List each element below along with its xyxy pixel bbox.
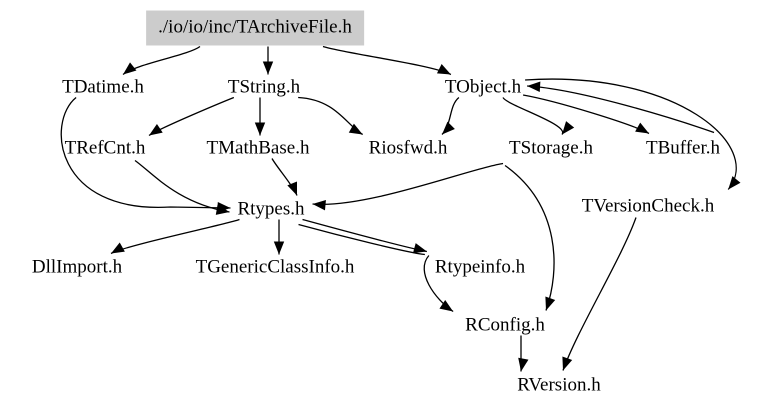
edge bbox=[525, 78, 737, 190]
arrowhead-layer bbox=[111, 61, 741, 372]
node-rconfig[interactable]: RConfig.h bbox=[465, 314, 545, 336]
arrowhead bbox=[254, 122, 266, 136]
arrowhead bbox=[123, 62, 137, 75]
node-rtypeinfo[interactable]: Rtypeinfo.h bbox=[434, 256, 526, 278]
arrowhead bbox=[262, 61, 274, 75]
edge bbox=[502, 97, 564, 135]
edge bbox=[110, 218, 240, 255]
node-tdatime[interactable]: TDatime.h bbox=[62, 76, 144, 98]
edge bbox=[562, 217, 637, 371]
node-tbuffer[interactable]: TBuffer.h bbox=[645, 137, 721, 159]
node-tstring[interactable]: TString.h bbox=[227, 76, 301, 98]
node-tmathbase[interactable]: TMathBase.h bbox=[206, 137, 310, 159]
edge bbox=[504, 164, 555, 311]
node-tgenericclassinfo[interactable]: TGenericClassInfo.h bbox=[195, 256, 355, 278]
arrowhead bbox=[439, 299, 454, 312]
edge bbox=[522, 94, 650, 135]
arrowhead bbox=[545, 296, 556, 311]
arrowhead bbox=[312, 200, 326, 211]
node-tversioncheck[interactable]: TVersionCheck.h bbox=[581, 195, 715, 217]
edge bbox=[302, 218, 427, 253]
edge bbox=[134, 159, 230, 213]
arrowhead bbox=[273, 241, 285, 255]
arrowhead bbox=[149, 123, 163, 136]
arrowhead bbox=[527, 81, 541, 92]
arrowhead bbox=[635, 122, 649, 134]
edge bbox=[148, 96, 235, 137]
arrowhead bbox=[111, 242, 125, 254]
arrowhead bbox=[728, 176, 741, 190]
node-riosfwd[interactable]: Riosfwd.h bbox=[368, 137, 448, 159]
node-rtypes[interactable]: Rtypes.h bbox=[237, 198, 305, 220]
node-dllimport[interactable]: DllImport.h bbox=[31, 256, 123, 278]
edge bbox=[322, 45, 452, 76]
arrowhead bbox=[348, 123, 363, 135]
arrowhead bbox=[436, 64, 451, 75]
node-tstorage[interactable]: TStorage.h bbox=[509, 137, 593, 159]
arrowhead bbox=[442, 121, 455, 135]
arrowhead bbox=[518, 357, 529, 372]
edge-layer bbox=[60, 45, 737, 372]
edge bbox=[298, 223, 425, 256]
node-rversion[interactable]: RVersion.h bbox=[517, 374, 601, 396]
edge bbox=[527, 85, 715, 134]
arrowhead bbox=[562, 121, 575, 135]
node-trefcnt[interactable]: TRefCnt.h bbox=[64, 137, 146, 159]
arrowhead bbox=[412, 243, 427, 254]
edge bbox=[312, 162, 504, 206]
node-tobject[interactable]: TObject.h bbox=[444, 76, 522, 98]
arrowhead bbox=[215, 204, 230, 215]
edge bbox=[60, 96, 231, 209]
node-root[interactable]: ./io/io/inc/TArchiveFile.h bbox=[146, 10, 364, 46]
arrowhead bbox=[562, 356, 573, 371]
arrowhead bbox=[287, 181, 297, 196]
